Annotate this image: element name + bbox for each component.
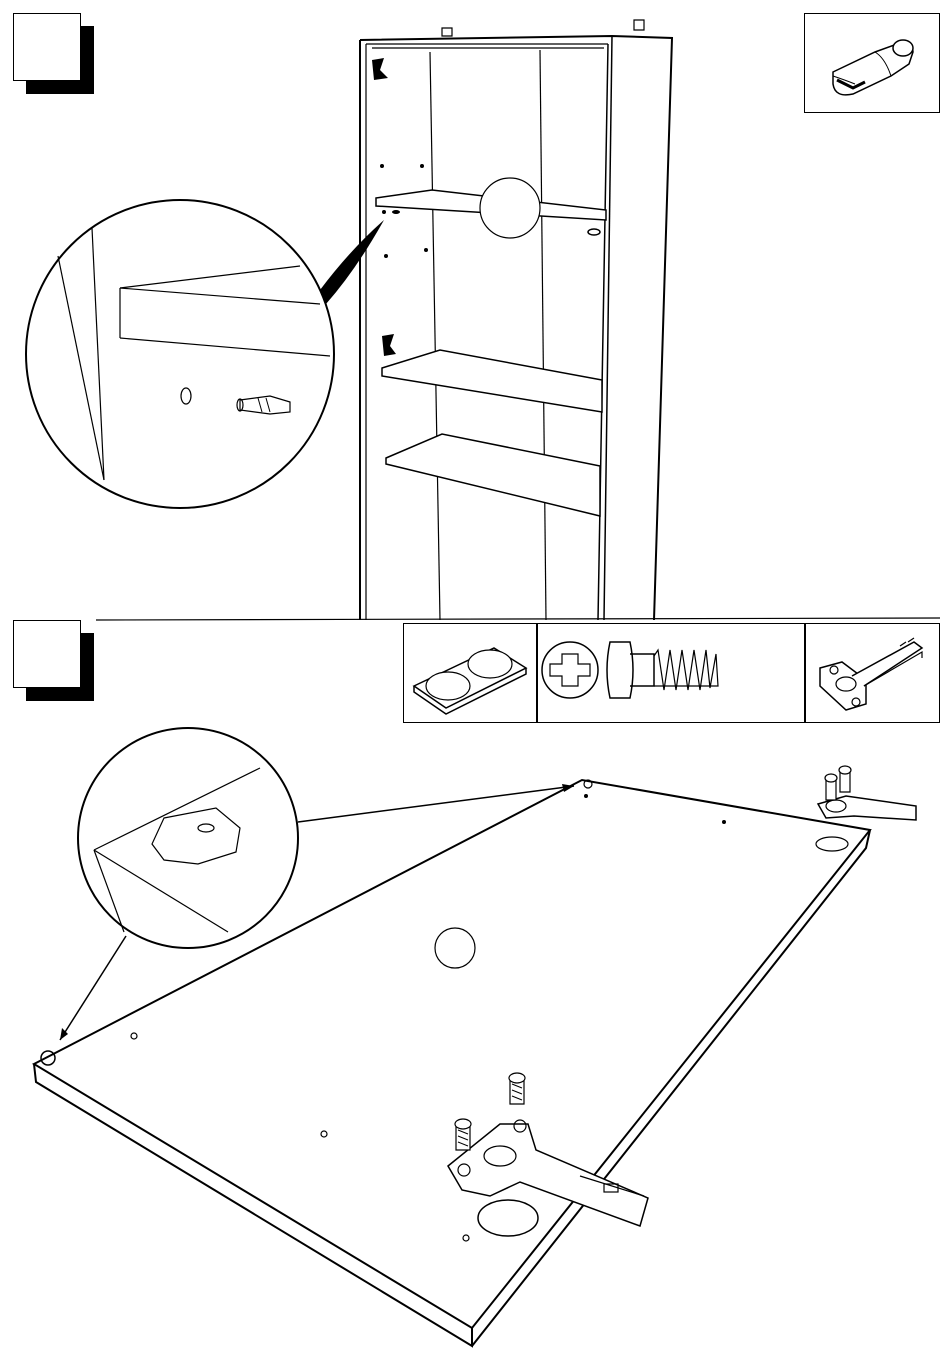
cabinet-illustration [0,0,950,620]
door-panel-illustration [0,620,950,1360]
